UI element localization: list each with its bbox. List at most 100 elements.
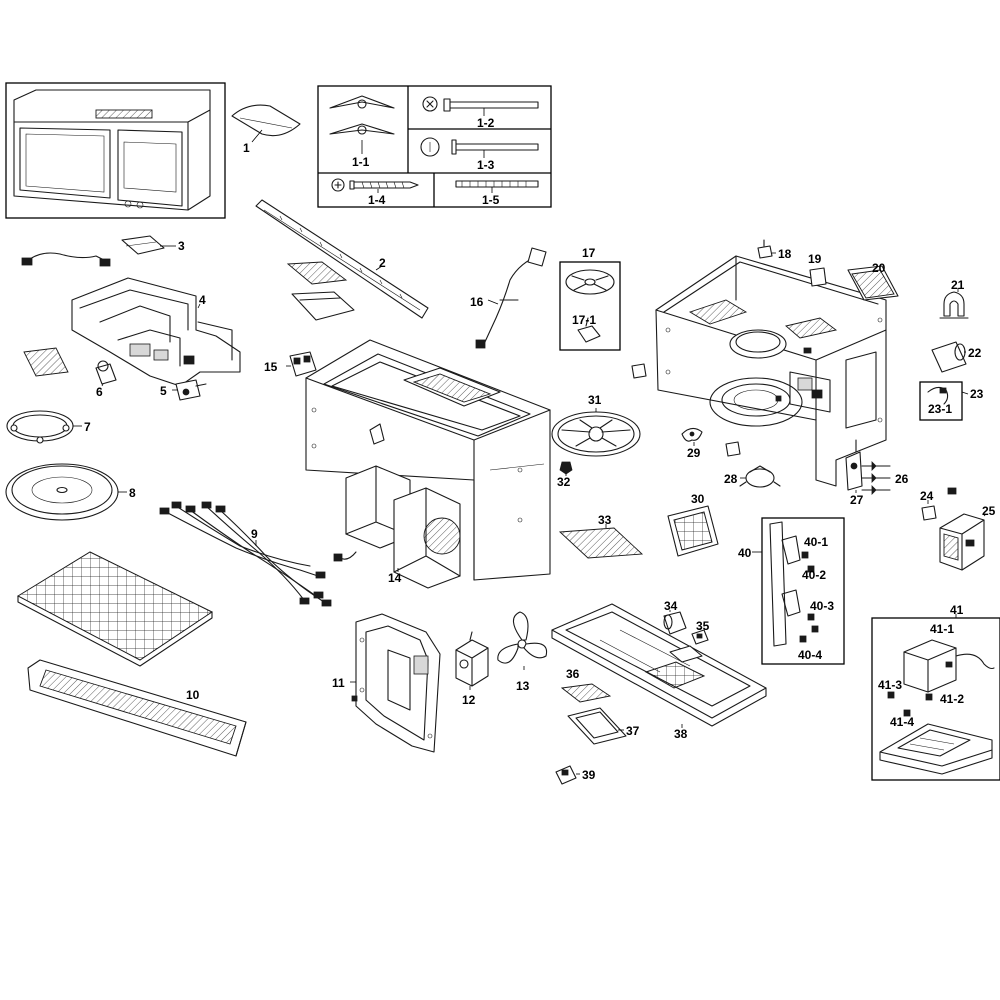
part-36-shape bbox=[560, 683, 612, 703]
label-41-4: 41-4 bbox=[890, 715, 914, 729]
part-18-shape bbox=[757, 239, 773, 259]
part-8-shape bbox=[5, 463, 119, 521]
label-35: 35 bbox=[696, 619, 710, 633]
part-5-shape bbox=[175, 379, 207, 401]
label-40-1: 40-1 bbox=[804, 535, 828, 549]
part-12-shape bbox=[455, 631, 489, 687]
label-1-4: 1-4 bbox=[368, 193, 386, 207]
label-4: 4 bbox=[199, 293, 206, 307]
part-23-box bbox=[919, 381, 963, 421]
hatched-pad bbox=[286, 261, 355, 321]
label-32: 32 bbox=[557, 475, 571, 489]
label-30: 30 bbox=[691, 492, 705, 506]
part-41-box bbox=[871, 617, 1000, 781]
part-14-shape bbox=[333, 465, 461, 589]
part-33-shape bbox=[558, 527, 644, 559]
label-13: 13 bbox=[516, 679, 530, 693]
part-27-shape bbox=[845, 439, 863, 491]
label-1: 1 bbox=[243, 141, 250, 155]
part-39-shape bbox=[555, 765, 577, 785]
label-16: 16 bbox=[470, 295, 484, 309]
label-24: 24 bbox=[920, 489, 934, 503]
part-10-shape bbox=[27, 659, 247, 757]
part-13-shape bbox=[497, 611, 548, 664]
screw-table bbox=[317, 85, 552, 208]
label-25: 25 bbox=[982, 504, 996, 518]
part-34-shape bbox=[663, 611, 687, 635]
part-6-shape bbox=[95, 360, 117, 385]
part-9-shape bbox=[159, 501, 332, 607]
label-1-2: 1-2 bbox=[477, 116, 495, 130]
label-1-3: 1-3 bbox=[477, 158, 495, 172]
label-33: 33 bbox=[598, 513, 612, 527]
part-25-shape bbox=[939, 513, 985, 571]
part-3-shape bbox=[21, 235, 165, 267]
part-35-shape bbox=[691, 629, 709, 645]
part-24-shape bbox=[921, 487, 957, 521]
part-17-box bbox=[559, 261, 621, 351]
label-26: 26 bbox=[895, 472, 909, 486]
part-31-shape bbox=[551, 411, 641, 457]
label-3: 3 bbox=[178, 239, 185, 253]
label-15: 15 bbox=[264, 360, 278, 374]
label-41: 41 bbox=[950, 603, 964, 617]
label-37: 37 bbox=[626, 724, 640, 738]
label-5: 5 bbox=[160, 384, 167, 398]
part-20-shape bbox=[847, 265, 899, 301]
part-19-shape bbox=[809, 267, 827, 287]
label-36: 36 bbox=[566, 667, 580, 681]
label-29: 29 bbox=[687, 446, 701, 460]
part-22-shape bbox=[931, 341, 967, 373]
part-1-shape bbox=[231, 104, 301, 137]
label-17-1: 17-1 bbox=[572, 313, 596, 327]
mesh-pad bbox=[23, 347, 69, 377]
part-7-shape bbox=[6, 410, 74, 444]
label-2: 2 bbox=[379, 256, 386, 270]
oven-rack-grid bbox=[16, 551, 213, 667]
label-14: 14 bbox=[388, 571, 402, 585]
label-23-1: 23-1 bbox=[928, 402, 952, 416]
label-20: 20 bbox=[872, 261, 886, 275]
label-23: 23 bbox=[970, 387, 984, 401]
part-32-shape bbox=[559, 461, 573, 475]
label-7: 7 bbox=[84, 420, 91, 434]
part-30-shape bbox=[667, 505, 719, 557]
oven-cavity bbox=[305, 339, 551, 581]
label-28: 28 bbox=[724, 472, 738, 486]
label-10: 10 bbox=[186, 688, 200, 702]
label-40: 40 bbox=[738, 546, 752, 560]
label-1-5: 1-5 bbox=[482, 193, 500, 207]
label-40-2: 40-2 bbox=[802, 568, 826, 582]
label-1-1: 1-1 bbox=[352, 155, 370, 169]
part-37-shape bbox=[567, 707, 627, 745]
label-21: 21 bbox=[951, 278, 965, 292]
label-27: 27 bbox=[850, 493, 864, 507]
label-39: 39 bbox=[582, 768, 596, 782]
part-4-shape bbox=[71, 277, 241, 387]
label-34: 34 bbox=[664, 599, 678, 613]
part-28-shape bbox=[739, 465, 781, 488]
part-26-shape bbox=[861, 461, 891, 495]
part-40-box bbox=[761, 517, 845, 665]
label-22: 22 bbox=[968, 346, 982, 360]
part-2-shape bbox=[255, 199, 429, 319]
part-15-shape bbox=[289, 351, 317, 377]
label-17: 17 bbox=[582, 246, 596, 260]
label-18: 18 bbox=[778, 247, 792, 261]
label-41-1: 41-1 bbox=[930, 622, 954, 636]
label-31: 31 bbox=[588, 393, 602, 407]
label-40-4: 40-4 bbox=[798, 648, 822, 662]
part-29-shape bbox=[681, 427, 703, 442]
part-16-shape bbox=[475, 247, 547, 349]
part-21-shape bbox=[939, 291, 969, 319]
label-11: 11 bbox=[332, 676, 345, 690]
small-block-a bbox=[631, 363, 741, 457]
label-12: 12 bbox=[462, 693, 476, 707]
label-41-3: 41-3 bbox=[878, 678, 902, 692]
outer-frame bbox=[655, 255, 887, 487]
label-9: 9 bbox=[251, 527, 258, 541]
label-6: 6 bbox=[96, 385, 103, 399]
label-19: 19 bbox=[808, 252, 822, 266]
part-11-shape bbox=[351, 613, 441, 753]
